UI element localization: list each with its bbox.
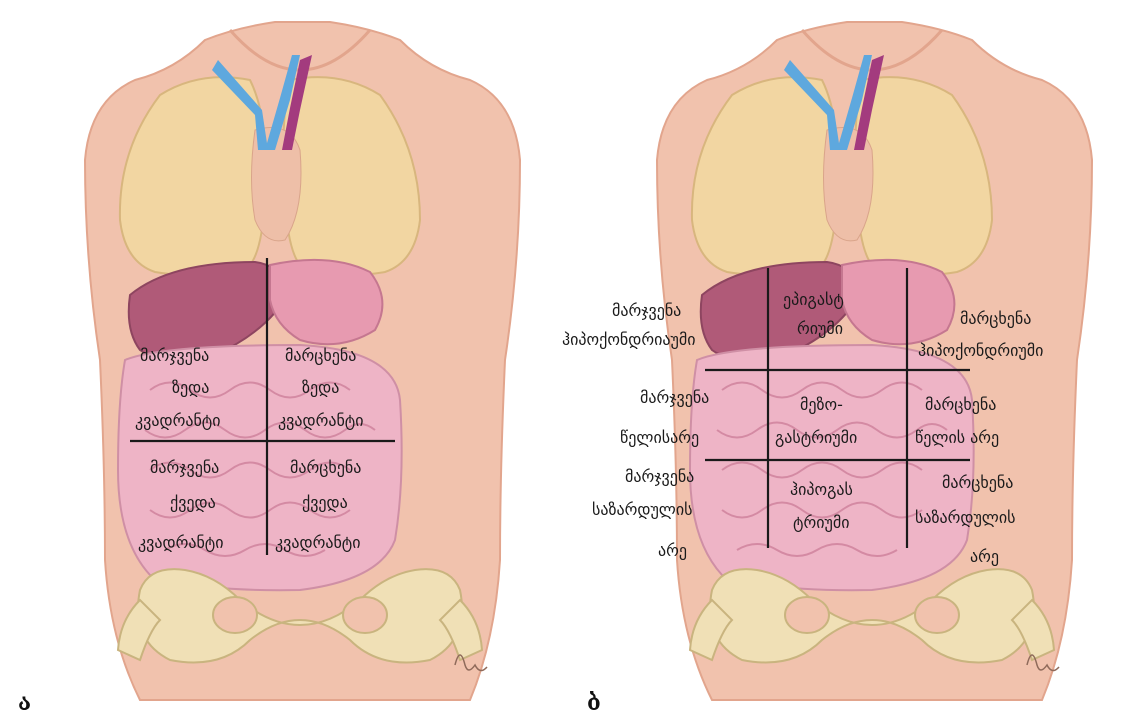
label-line: მარჯვენა <box>625 464 694 490</box>
label-line: მეზო- <box>800 392 843 418</box>
label-line: ქვედა <box>170 490 216 516</box>
label-line: გასტრიუმი <box>775 425 857 451</box>
label-line: ეპიგასტ <box>783 287 844 313</box>
panel-letter-b: ბ <box>587 690 601 716</box>
label-line: არე <box>658 538 687 564</box>
label-line: მარცხენა <box>960 306 1031 332</box>
label-line: მარცხენა <box>290 455 361 481</box>
label-line: კვადრანტი <box>135 408 221 434</box>
label-line: რიუმი <box>797 316 843 342</box>
label-line: ჰიპოქონდრიაუმი <box>562 327 695 353</box>
label-line: არე <box>970 544 999 570</box>
label-line: მარჯვენა <box>150 455 219 481</box>
label-line: მარჯვენა <box>612 298 681 324</box>
label-line: კვადრანტი <box>275 530 361 556</box>
label-line: მარცხენა <box>925 392 996 418</box>
label-line: ჰიპოქონდრიუმი <box>918 338 1043 364</box>
label-line: საზარდულის <box>915 505 1015 531</box>
panel-letter-a: ა <box>18 690 31 716</box>
label-line: ზედა <box>172 375 209 401</box>
label-line: წელის არე <box>915 425 999 451</box>
label-line: წელისარე <box>620 425 699 451</box>
label-line: საზარდულის <box>592 497 692 523</box>
label-line: ჰიპოგას <box>790 477 853 503</box>
label-line: ტრიუმი <box>793 510 849 536</box>
label-line: მარცხენა <box>942 470 1013 496</box>
label-line: მარცხენა <box>285 343 356 369</box>
label-line: მარჯვენა <box>640 385 709 411</box>
label-line: მარჯვენა <box>140 343 209 369</box>
label-line: ქვედა <box>302 490 348 516</box>
label-line: კვადრანტი <box>138 530 224 556</box>
label-line: კვადრანტი <box>278 408 364 434</box>
label-line: ზედა <box>302 375 339 401</box>
